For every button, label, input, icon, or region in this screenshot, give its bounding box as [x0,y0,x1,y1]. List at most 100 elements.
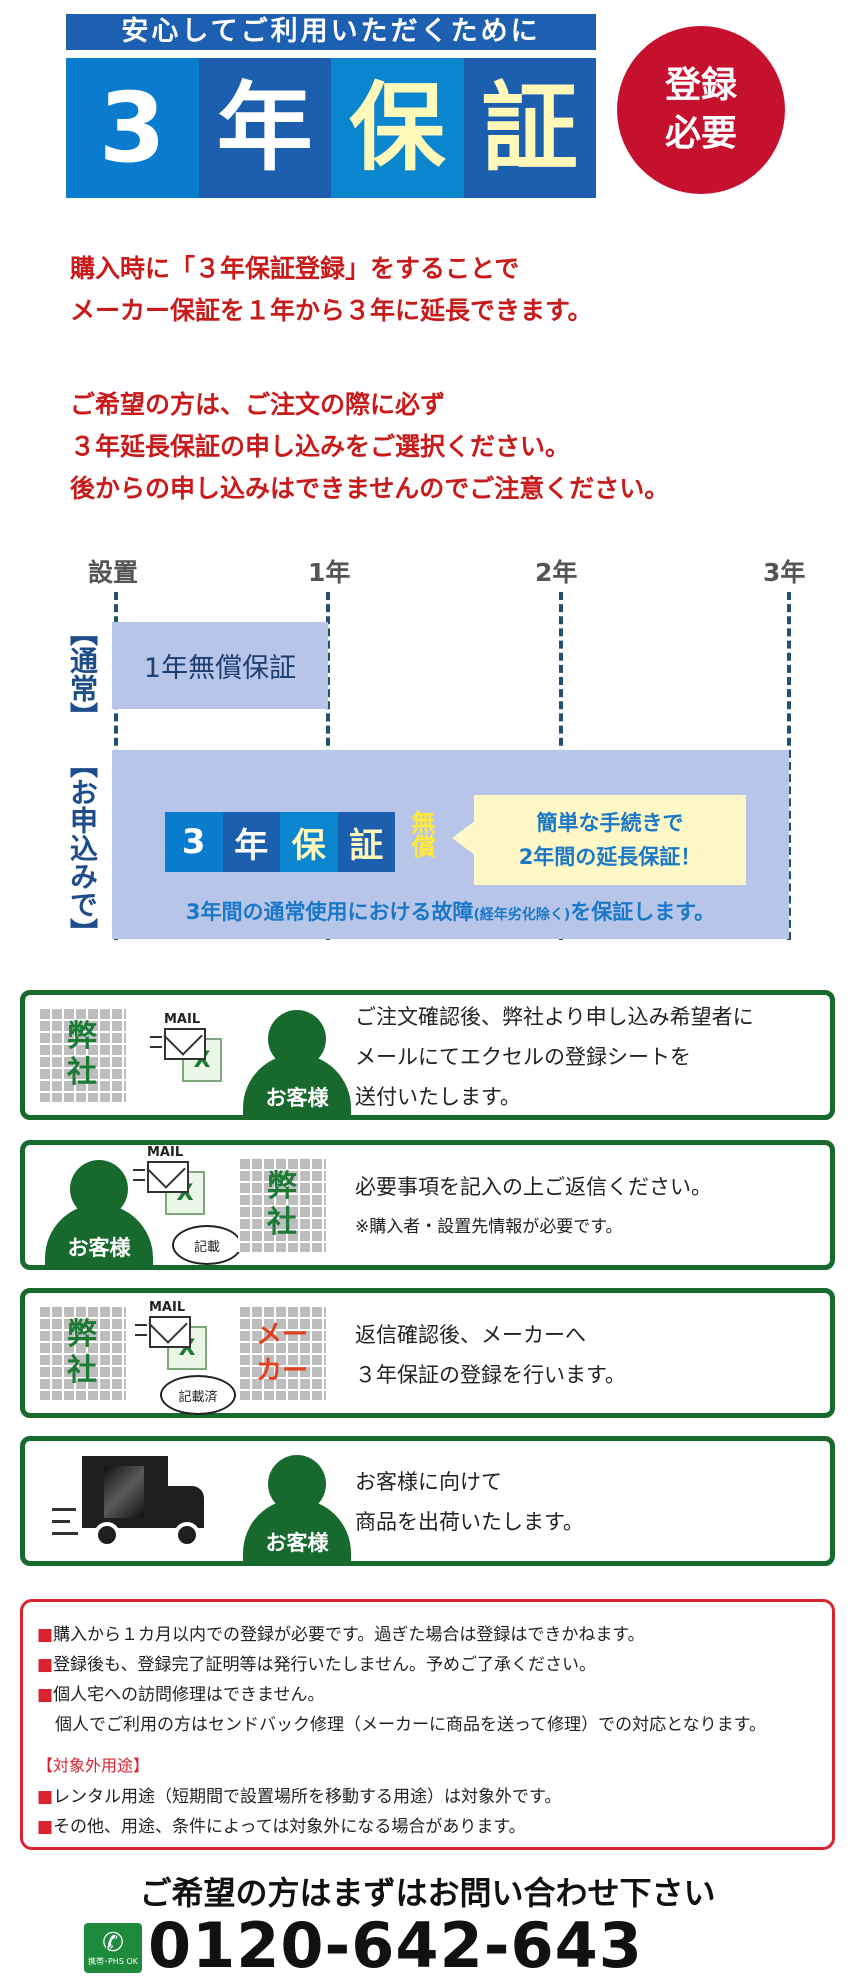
note-item: ■個人宅への訪問修理はできません。 [37,1680,325,1705]
envelope-icon [149,1316,191,1348]
bullet: ■ [37,1787,54,1807]
tagline-banner: 安心してご利用いただくために [66,14,596,50]
step-text-line: メールにてエクセルの登録シートを [355,1045,691,1069]
envelope-icon [147,1161,189,1193]
contact-cta: ご希望の方はまずはお問い合わせ下さい [139,1874,716,1912]
banner-char-1: 3 [66,58,199,198]
banner-char-4: 証 [463,58,596,198]
note-text: 登録後も、登録完了証明等は発行いたしません。予めご了承ください。 [53,1655,597,1675]
step-3-card [20,1288,835,1418]
company-char: 弊 [267,1168,297,1204]
company-icon: 弊 社 [38,1007,126,1102]
badge-line-1: 登録 [664,65,737,106]
delivery-truck-icon [52,1452,222,1550]
freedial-icon: ✆ 携帯･PHS OK [84,1923,142,1973]
three-year-warranty-banner: 3 年 保 証 [66,58,596,198]
bullet: ■ [37,1685,54,1705]
free-label: 無償 [407,810,435,858]
company-icon: 弊 社 [38,1305,126,1400]
filled-bubble: 記載 [172,1225,242,1265]
step-text-line: 必要事項を記入の上ご返信ください。 [355,1175,712,1199]
freedial-glyph: ✆ [102,1928,124,1958]
freedial-small-label: 携帯･PHS OK [87,1957,138,1966]
speed-lines-icon [133,1169,145,1181]
company-char: 弊 [67,1316,97,1352]
bullet: ■ [37,1655,54,1675]
company-char: 社 [67,1054,97,1090]
exclusion-text: レンタル用途（短期間で設置場所を移動する用途）は対象外です。 [53,1787,562,1807]
mini-char-1: 3 [165,812,223,872]
intro-block-1: 購入時に「３年保証登録」をすることで メーカー保証を１年から３年に延長できます。 [70,248,593,332]
note-item: ■購入から１カ月以内での登録が必要です。過ぎた場合は登録はできかねます。 [37,1620,645,1645]
note-text: 購入から１カ月以内での登録が必要です。過ぎた場合は登録はできかねます。 [53,1625,645,1645]
speed-line [52,1532,78,1535]
mail-icon: MAIL X [150,1012,222,1082]
timeline-label-2y: 2年 [535,558,578,587]
envelope-icon [164,1028,206,1060]
step-text-line: ３年保証の登録を行います。 [355,1363,626,1387]
truck-wheel [174,1522,200,1548]
notes-box: ■購入から１カ月以内での登録が必要です。過ぎた場合は登録はできかねます。 ■登録… [20,1599,835,1850]
callout-bubble: 簡単な手続きで 2年間の延長保証！ [474,795,746,885]
guarantee-end: を保証します。 [570,900,716,924]
normal-warranty-bar: 1年無償保証 [112,622,328,709]
step-2-text: 必要事項を記入の上ご返信ください。 ※購入者・設置先情報が必要です。 [355,1167,712,1247]
step-text-line: お客様に向けて [355,1470,502,1494]
mini-char-4: 証 [337,812,395,872]
customer-icon: お客様 [243,1010,351,1118]
filled-done-bubble: 記載済 [160,1375,236,1415]
note-item: ■登録後も、登録完了証明等は発行いたしません。予めご了承ください。 [37,1650,596,1675]
speed-lines-icon [135,1324,147,1336]
exclusion-item: ■レンタル用途（短期間で設置場所を移動する用途）は対象外です。 [37,1782,561,1807]
company-char: 社 [67,1352,97,1388]
mini-warranty-logo: 3 年 保 証 [165,812,395,872]
intro-line: 後からの申し込みはできませんのでご注意ください。 [70,474,670,503]
mini-char-2: 年 [222,812,280,872]
callout-line-1: 簡単な手続きで [536,811,684,835]
timeline-divider [787,592,791,940]
guarantee-text: 3年間の通常使用における故障(経年劣化除く)を保証します。 [112,896,789,926]
timeline-label-1y: 1年 [308,558,351,587]
mail-icon: MAIL X [133,1145,205,1215]
banner-char-2: 年 [198,58,331,198]
truck-wheel [94,1522,120,1548]
customer-label: お客様 [243,1054,351,1118]
step-1-card [20,990,835,1120]
apply-label: 【お申込みで】 [66,750,99,946]
note-text: 個人宅への訪問修理はできません。 [53,1685,325,1705]
maker-icon: メー カー [238,1305,326,1400]
customer-icon: お客様 [243,1455,351,1563]
callout-line-2: 2年間の延長保証！ [518,845,702,869]
intro-line: メーカー保証を１年から３年に延長できます。 [70,296,593,325]
registration-required-badge: 登録 必要 [617,26,785,194]
mini-char-3: 保 [280,812,338,872]
company-char: 社 [267,1204,297,1240]
company-char: 弊 [67,1018,97,1054]
intro-block-2: ご希望の方は、ご注文の際に必ず ３年延長保証の申し込みをご選択ください。 後から… [70,384,669,510]
truck-window [104,1466,144,1518]
step-text-line: 送付いたします。 [355,1085,521,1109]
maker-char: カー [255,1355,308,1386]
guarantee-small: (経年劣化除く) [473,907,571,923]
normal-label: 【通常】 [66,618,99,730]
banner-char-3: 保 [331,58,464,198]
maker-char: メー [255,1319,308,1350]
speed-line [52,1520,70,1523]
company-icon: 弊 社 [238,1157,326,1252]
exclusion-item: ■その他、用途、条件によっては対象外になる場合があります。 [37,1812,526,1837]
step-text-line: 返信確認後、メーカーへ [355,1323,586,1347]
guarantee-main: 3年間の通常使用における故障 [185,900,474,924]
intro-line: ３年延長保証の申し込みをご選択ください。 [70,432,571,461]
step-text-line: 商品を出荷いたします。 [355,1510,584,1534]
truck-cab [168,1486,204,1528]
intro-line: 購入時に「３年保証登録」をすることで [70,254,520,283]
speed-line [52,1508,76,1511]
phone-number-link[interactable]: 0120-642-643 [148,1909,643,1982]
timeline-label-3y: 3年 [763,558,806,587]
mail-icon: MAIL X [135,1300,207,1370]
step-4-text: お客様に向けて 商品を出荷いたします。 [355,1462,584,1542]
timeline-label-install: 設置 [88,558,139,587]
exclusion-heading: 【対象外用途】 [37,1756,150,1775]
bullet: ■ [37,1625,54,1645]
callout-tail [452,820,476,856]
